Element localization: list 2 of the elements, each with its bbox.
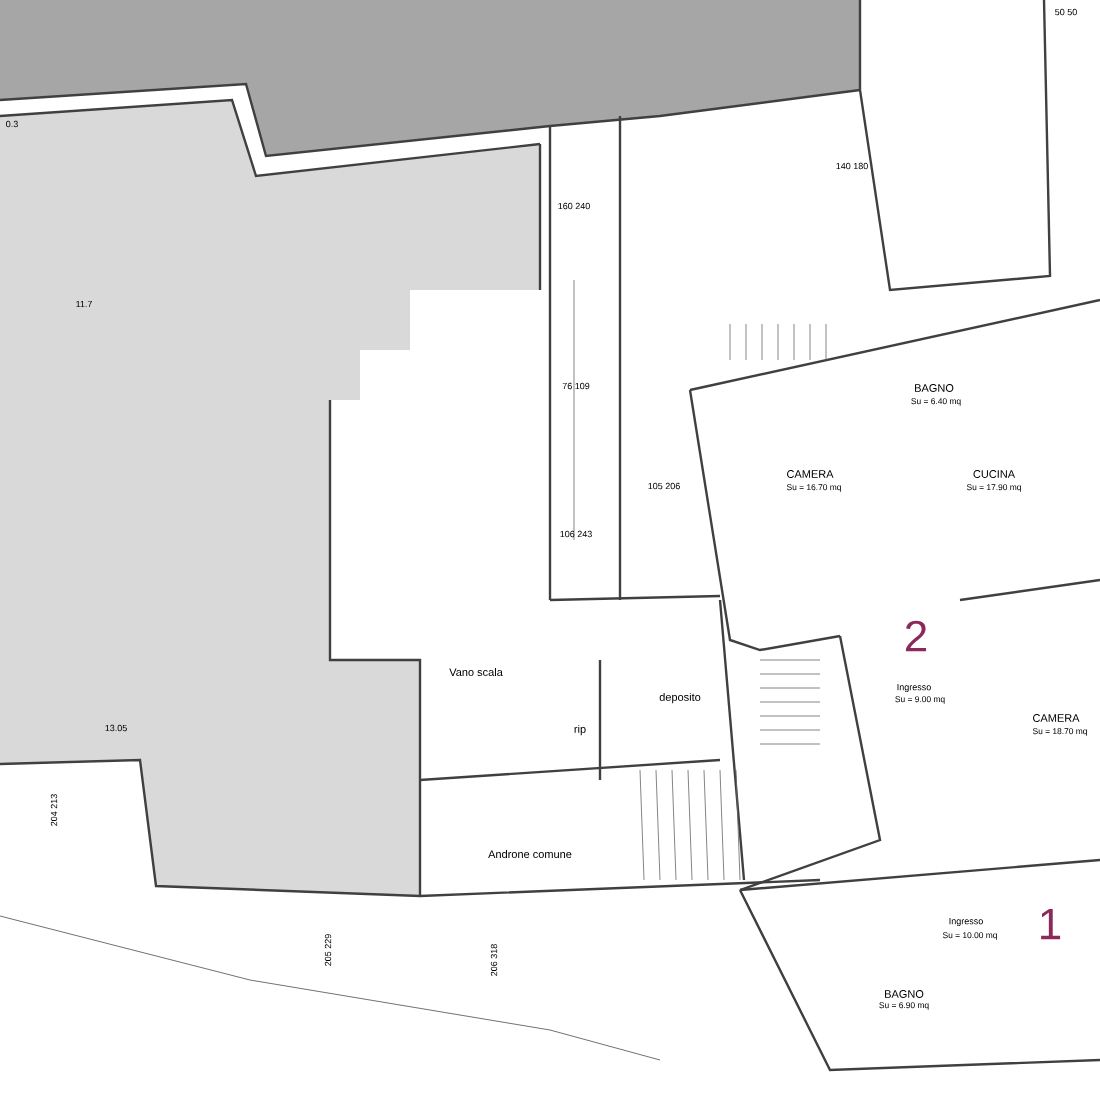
unit-number: 2 [906,620,927,652]
unit-number: 1 [1041,908,1061,940]
